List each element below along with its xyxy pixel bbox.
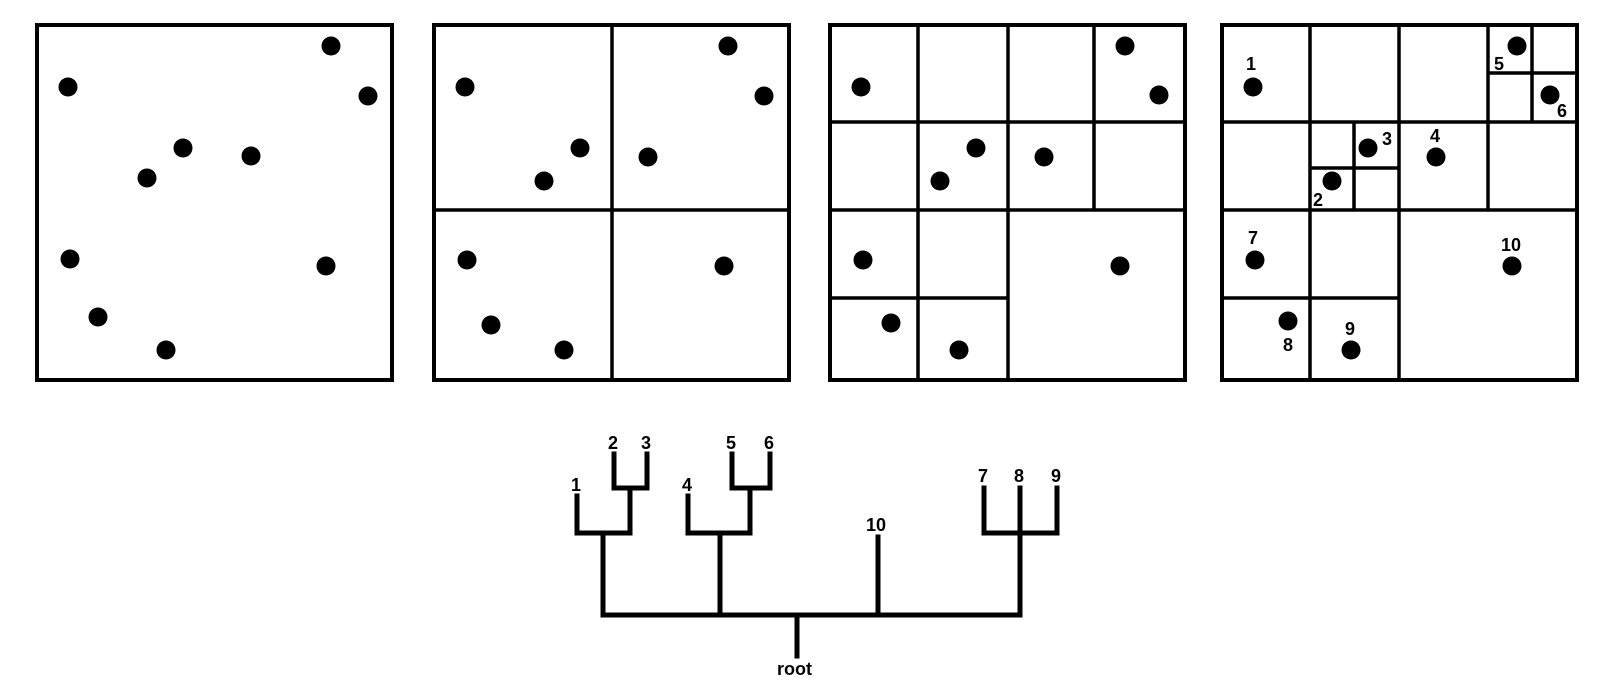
- point-label-7: 7: [1248, 228, 1258, 248]
- data-point-2: [1322, 171, 1342, 191]
- data-point: [60, 249, 80, 269]
- panel-initial-points: [35, 23, 394, 382]
- data-point: [481, 315, 501, 335]
- data-point: [930, 171, 950, 191]
- data-point-9: [1341, 340, 1361, 360]
- tree-leaf-label-5: 5: [726, 433, 736, 453]
- data-point: [754, 86, 774, 106]
- data-point-1: [1243, 77, 1263, 97]
- data-point: [241, 146, 261, 166]
- tree-leaf-label-4: 4: [682, 475, 692, 495]
- point-label-8: 8: [1283, 335, 1293, 355]
- data-point: [321, 36, 341, 56]
- data-point: [966, 138, 986, 158]
- data-point: [570, 138, 590, 158]
- tree-branch-a-children: [574, 485, 633, 536]
- panel-frame: [35, 23, 394, 382]
- data-point-4: [1426, 147, 1446, 167]
- tree-root-label: root: [777, 659, 812, 679]
- data-point: [718, 36, 738, 56]
- data-point: [316, 256, 336, 276]
- data-point-5: [1507, 36, 1527, 56]
- tree-leaf-label-7: 7: [978, 466, 988, 486]
- data-point: [457, 250, 477, 270]
- data-point-6: [1540, 85, 1560, 105]
- data-point-8: [1278, 311, 1298, 331]
- data-point-3: [1358, 138, 1378, 158]
- panel-second-subdivision: [828, 23, 1187, 382]
- data-point: [1115, 36, 1135, 56]
- data-point: [853, 250, 873, 270]
- data-point: [455, 77, 475, 97]
- point-label-6: 6: [1557, 101, 1567, 121]
- data-point-10: [1502, 256, 1522, 276]
- point-label-4: 4: [1430, 126, 1440, 146]
- data-point: [1034, 147, 1054, 167]
- point-label-10: 10: [1501, 235, 1521, 255]
- tree-leaf-label-6: 6: [764, 433, 774, 453]
- data-point: [638, 147, 658, 167]
- tree-leaf-label-3: 3: [641, 433, 651, 453]
- tree-leaf-label-9: 9: [1051, 466, 1061, 486]
- data-point: [851, 77, 871, 97]
- data-point: [173, 138, 193, 158]
- data-point: [1149, 85, 1169, 105]
- data-point: [714, 256, 734, 276]
- panel-first-subdivision: [432, 23, 791, 382]
- tree-leaf-label-10: 10: [866, 515, 886, 535]
- data-point: [534, 171, 554, 191]
- tree-leaf-label-8: 8: [1014, 466, 1024, 486]
- point-label-9: 9: [1345, 319, 1355, 339]
- data-point: [949, 340, 969, 360]
- data-point-7: [1245, 250, 1265, 270]
- point-label-1: 1: [1246, 54, 1256, 74]
- data-point: [58, 77, 78, 97]
- panel-final-labeled-quadtree: 1 2 3 4 5 6 7 8 9 10: [1220, 23, 1579, 382]
- tree-branch-b2-children: [729, 451, 773, 491]
- data-point: [358, 86, 378, 106]
- data-point: [88, 307, 108, 327]
- quadtree-hierarchy-tree: 1 2 3 4 5 6 7 8 9 10 root: [571, 433, 1061, 679]
- data-point: [554, 340, 574, 360]
- data-point: [881, 313, 901, 333]
- point-label-2: 2: [1313, 190, 1323, 210]
- point-label-3: 3: [1382, 129, 1392, 149]
- tree-branch-a2-children: [611, 451, 650, 491]
- point-label-5: 5: [1494, 54, 1504, 74]
- data-point: [156, 340, 176, 360]
- tree-branch-b-children: [685, 485, 753, 536]
- data-point: [137, 168, 157, 188]
- data-point: [1110, 256, 1130, 276]
- tree-leaf-label-2: 2: [608, 433, 618, 453]
- tree-leaf-label-1: 1: [571, 475, 581, 495]
